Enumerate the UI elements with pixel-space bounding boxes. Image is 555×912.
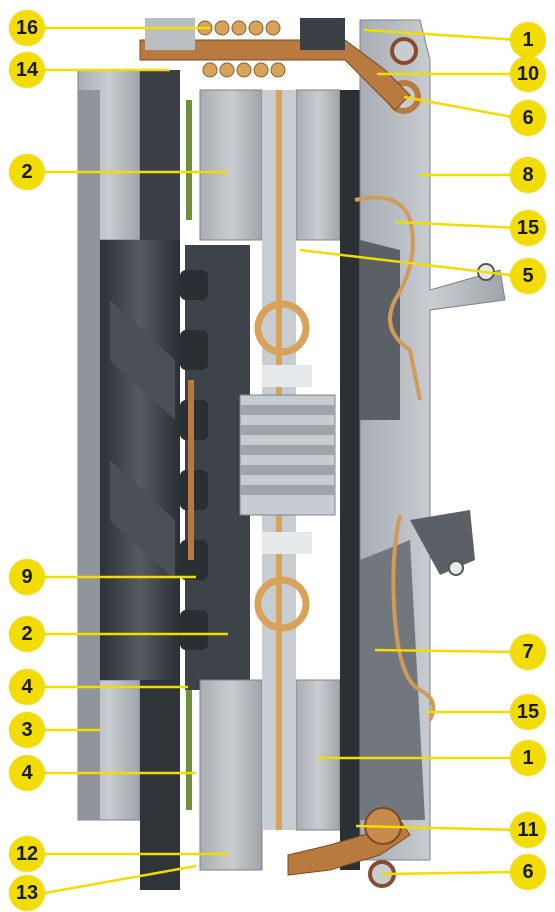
callout-14: 14 [9, 52, 45, 88]
callout-13: 13 [9, 875, 45, 911]
callout-15-bottom: 15 [510, 694, 546, 730]
callout-6-bottom: 6 [510, 854, 546, 890]
callout-2-bottom: 2 [9, 616, 45, 652]
leader-6-bottom [381, 870, 519, 876]
callout-9: 9 [9, 559, 45, 595]
diaphragm-lever-top [139, 18, 411, 111]
callout-8: 8 [510, 157, 546, 193]
callout-16: 16 [9, 10, 45, 46]
leader-15-top [394, 220, 519, 230]
leader-5 [299, 248, 519, 278]
callout-12: 12 [9, 836, 45, 872]
callout-11: 11 [510, 812, 546, 848]
pressure-plates [199, 89, 341, 871]
clutch-hub [180, 100, 250, 810]
callout-7: 7 [510, 634, 546, 670]
callout-1-bottom: 1 [510, 740, 546, 776]
callout-15-top: 15 [510, 210, 546, 246]
leader-13 [44, 864, 197, 895]
leader-11 [355, 824, 519, 832]
callout-5: 5 [510, 258, 546, 294]
leader-lines [44, 26, 519, 895]
center-damper [239, 90, 336, 830]
callout-10: 10 [510, 56, 546, 92]
return-springs [354, 195, 436, 721]
callout-1-top: 1 [510, 22, 546, 58]
callout-6-top: 6 [510, 100, 546, 136]
leader-1-top [363, 28, 519, 42]
callout-4-top: 4 [9, 669, 45, 705]
flywheel-body [100, 70, 180, 890]
leader-6-top [403, 95, 519, 120]
callout-4-bottom: 4 [9, 755, 45, 791]
clutch-cover-right [340, 19, 506, 888]
leader-7 [374, 648, 519, 654]
callout-2-top: 2 [9, 154, 45, 190]
callout-3: 3 [9, 712, 45, 748]
